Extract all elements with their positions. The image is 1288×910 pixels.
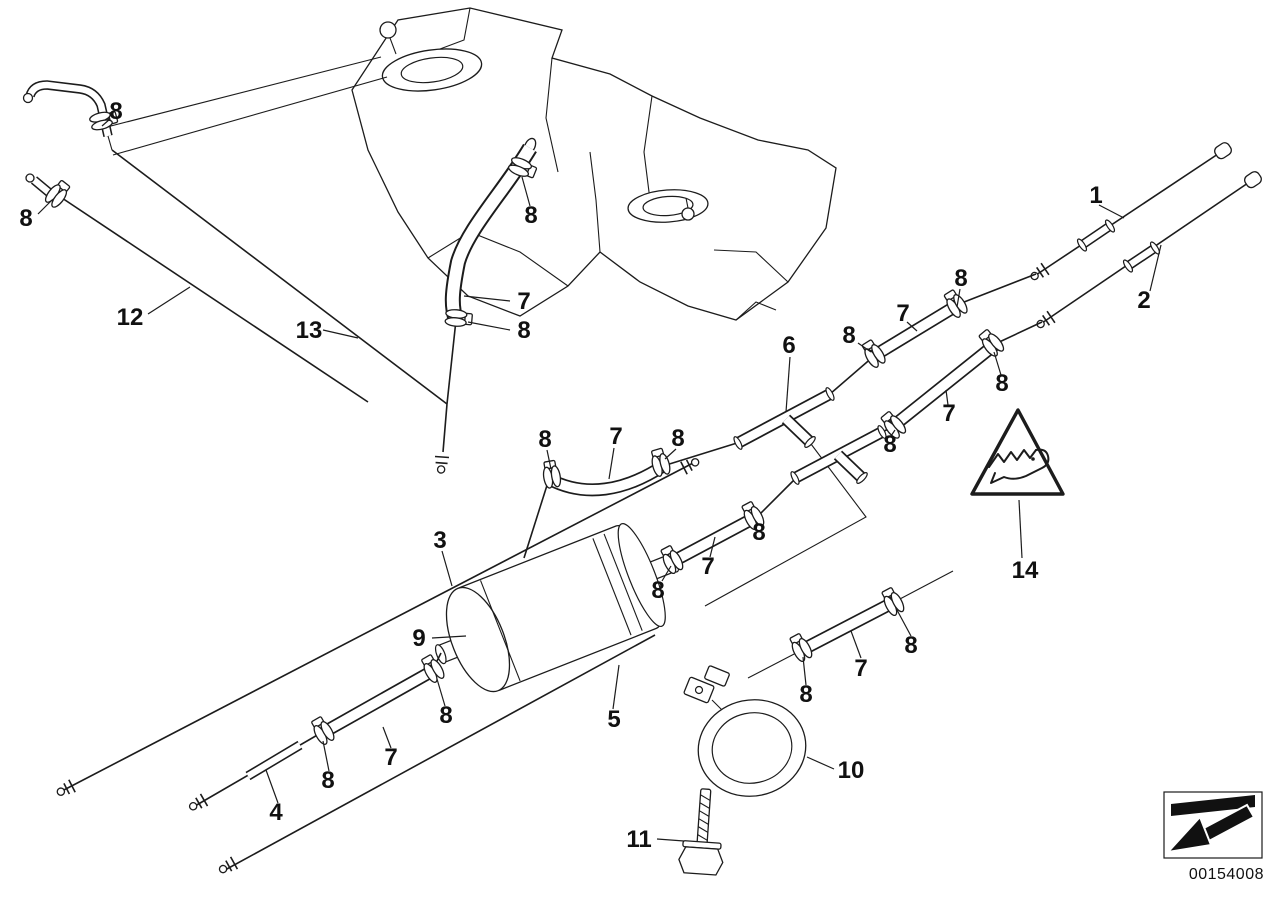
part-callout-10[interactable]: 10 [837, 757, 865, 784]
part-callout-8[interactable]: 8 [995, 370, 1009, 397]
feed-pipes [1026, 142, 1262, 333]
fuel-tank [351, 7, 837, 321]
part-callout-1[interactable]: 1 [1089, 182, 1103, 209]
connecting-pipes [523, 273, 1043, 559]
drawing-number: 00154008 [1188, 866, 1264, 883]
part-callout-4[interactable]: 4 [269, 799, 283, 826]
part-callout-7[interactable]: 7 [896, 300, 910, 327]
part-callout-11[interactable]: 11 [626, 826, 652, 853]
breather-pipes [22, 80, 457, 475]
fuel-filter [434, 523, 680, 693]
part-callout-7[interactable]: 7 [942, 400, 956, 427]
part-callout-2[interactable]: 2 [1137, 287, 1151, 314]
tank-flange-left [379, 21, 483, 92]
fuel-pipes-lower [53, 453, 703, 878]
part-callout-14[interactable]: 14 [1011, 557, 1039, 584]
part-callout-8[interactable]: 8 [517, 317, 531, 344]
part-callout-12[interactable]: 12 [116, 304, 144, 331]
part-callout-5[interactable]: 5 [607, 706, 621, 733]
part-callout-13[interactable]: 13 [295, 317, 323, 344]
leader-lines [37, 118, 1162, 842]
part-callout-8[interactable]: 8 [842, 322, 856, 349]
part-callout-7[interactable]: 7 [609, 423, 623, 450]
part-callout-7[interactable]: 7 [384, 744, 398, 771]
association-lines [704, 443, 954, 679]
part-callout-8[interactable]: 8 [651, 577, 665, 604]
part-callout-8[interactable]: 8 [439, 702, 453, 729]
part-callout-8[interactable]: 8 [321, 767, 335, 794]
t-connectors [731, 385, 889, 487]
part-callout-8[interactable]: 8 [109, 98, 123, 125]
tank-flange-right [627, 189, 709, 223]
part-callout-8[interactable]: 8 [954, 265, 968, 292]
part-callout-9[interactable]: 9 [412, 625, 426, 652]
part-callout-8[interactable]: 8 [524, 202, 538, 229]
warning-triangle-icon [970, 408, 1065, 496]
part-callout-8[interactable]: 8 [799, 681, 813, 708]
hose-clamp [444, 308, 474, 329]
part-callout-8[interactable]: 8 [904, 632, 918, 659]
hose-clamp [786, 631, 815, 664]
part-callout-8[interactable]: 8 [671, 425, 685, 452]
hose-sections [308, 287, 1007, 747]
hose-clamp [540, 459, 563, 490]
hex-bolt [678, 788, 724, 876]
tank-link-lines [102, 56, 388, 156]
vent-hose [444, 137, 539, 329]
part-callout-7[interactable]: 7 [517, 288, 531, 315]
part-callout-8[interactable]: 8 [19, 205, 33, 232]
mounting-band-clamp [683, 665, 807, 797]
part-callout-6[interactable]: 6 [782, 332, 796, 359]
corner-direction-box [1163, 791, 1263, 859]
part-callout-7[interactable]: 7 [854, 655, 868, 682]
part-callout-3[interactable]: 3 [433, 527, 447, 554]
part-callout-8[interactable]: 8 [883, 431, 897, 458]
part-callout-7[interactable]: 7 [701, 553, 715, 580]
part-callout-8[interactable]: 8 [538, 426, 552, 453]
direction-arrow-icon [1165, 795, 1256, 854]
part-callout-8[interactable]: 8 [752, 519, 766, 546]
